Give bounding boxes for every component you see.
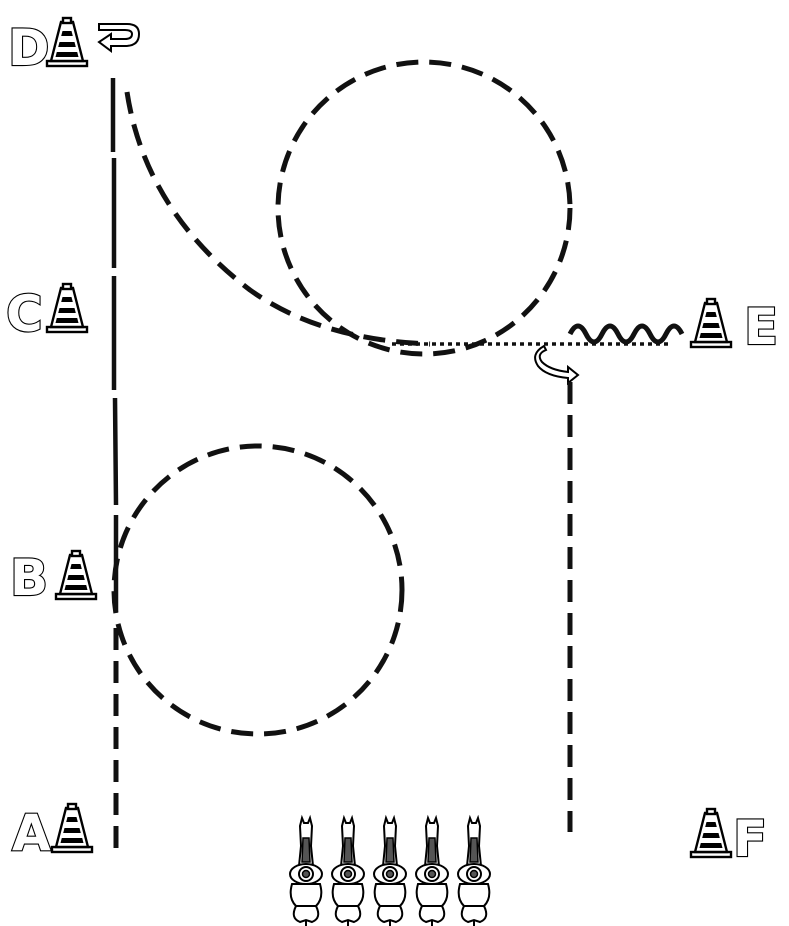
upper-circle bbox=[275, 59, 573, 357]
marker-b-label: B bbox=[10, 549, 48, 607]
lower-circle bbox=[111, 443, 405, 737]
marker-c-label: C bbox=[6, 285, 43, 343]
horse-and-rider-icon bbox=[289, 817, 323, 926]
cone-icon bbox=[689, 807, 733, 859]
horse-and-rider-icon bbox=[457, 817, 491, 926]
cone-icon bbox=[45, 16, 89, 68]
path-d-to-centre bbox=[124, 91, 431, 347]
marker-f-label: F bbox=[733, 810, 767, 868]
horse-and-rider-icon bbox=[373, 817, 407, 926]
cone-icon bbox=[689, 297, 733, 349]
horse-and-rider-icon bbox=[415, 817, 449, 926]
rail-line bbox=[110, 78, 119, 612]
marker-d-label: D bbox=[8, 19, 50, 77]
cone-icon bbox=[50, 802, 94, 854]
u-turn-arrow-icon bbox=[97, 23, 141, 53]
horse-and-rider-icon bbox=[331, 817, 365, 926]
serpentine-line bbox=[567, 323, 685, 345]
u-turn-arrow-icon bbox=[534, 344, 580, 386]
marker-a-label: A bbox=[12, 804, 51, 862]
cone-icon bbox=[54, 549, 98, 601]
cone-icon bbox=[45, 282, 89, 334]
marker-e-label: E bbox=[744, 298, 778, 356]
